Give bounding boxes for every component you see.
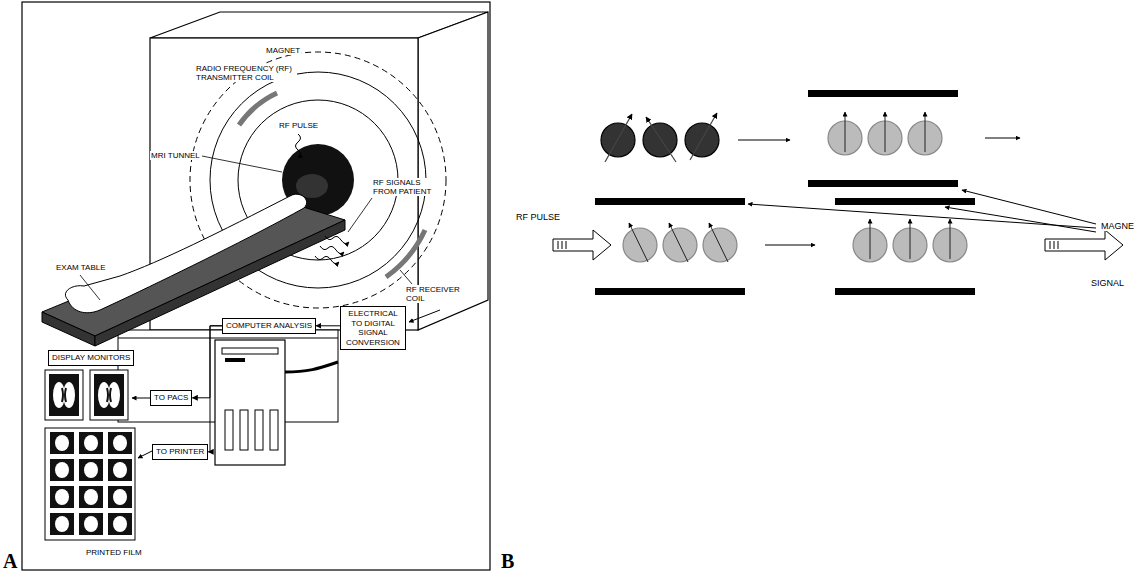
part-label: EXAM TABLE (55, 263, 107, 272)
box-text: ELECTRICAL TO DIGITAL SIGNAL CONVERSION (344, 309, 402, 347)
part-label: MAGNE (1100, 221, 1135, 231)
part-label: PRINTED FILM (85, 548, 143, 557)
box-text: TO PRINTER (156, 447, 204, 457)
part-label: MAGNET (265, 46, 301, 55)
box-text: TO PACS (154, 393, 188, 403)
process-box: COMPUTER ANALYSIS (222, 318, 316, 334)
box-text: DISPLAY MONITORS (52, 353, 130, 363)
connector-arrow (192, 326, 222, 398)
part-label: RF PULSE (278, 121, 319, 130)
output-box: TO PRINTER (152, 444, 208, 460)
part-label: RADIO FREQUENCY (RF) TRANSMITTER COIL (195, 64, 297, 82)
process-box: ELECTRICAL TO DIGITAL SIGNAL CONVERSION (340, 306, 406, 350)
part-label: RF RECEIVER COIL (405, 285, 465, 303)
signal-label: RF PULSE (515, 212, 561, 222)
panel-letter: B (500, 551, 515, 571)
output-box: TO PACS (150, 390, 192, 406)
connector-arrow (208, 326, 222, 452)
connector-arrow (316, 325, 340, 326)
part-label: RF SIGNALS FROM PATIENT (372, 178, 434, 196)
part-label: MRI TUNNEL (150, 151, 201, 160)
output-box: DISPLAY MONITORS (48, 350, 134, 366)
signal-label: SIGNAL (1090, 278, 1125, 288)
box-text: COMPUTER ANALYSIS (226, 321, 312, 331)
panel-letter: A (2, 551, 18, 571)
